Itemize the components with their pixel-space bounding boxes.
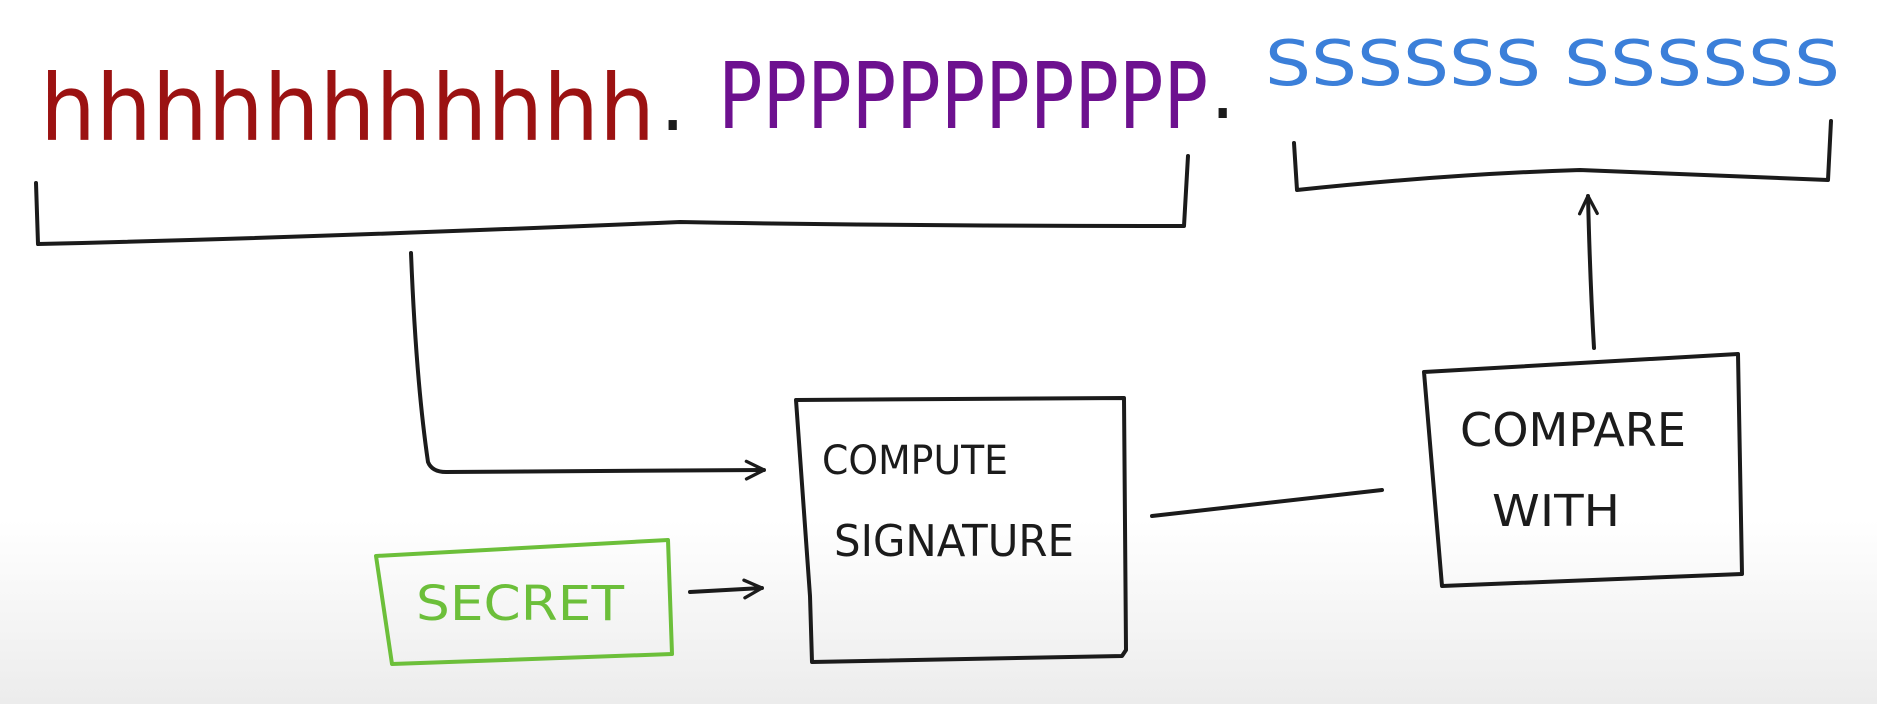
compute-compare-link [1150, 488, 1384, 518]
input-arrow [409, 251, 766, 481]
token-dot-1: . [660, 56, 685, 149]
token-signature-text: SSSSSS SSSSSS [1265, 27, 1840, 100]
compute-signature-box: COMPUTE SIGNATURE [794, 396, 1128, 664]
signature-bracket [1292, 119, 1833, 192]
secret-arrow [688, 578, 764, 600]
token-dot-2: . [1210, 44, 1235, 137]
header-payload-bracket [34, 154, 1190, 246]
compare-with-box: COMPARE WITH [1422, 352, 1744, 588]
compute-label: COMPUTE [822, 438, 1008, 484]
with-label: WITH [1492, 486, 1620, 537]
secret-box: SECRET [374, 538, 674, 666]
secret-label: SECRET [416, 576, 625, 632]
token-payload-text: PPPPPPPPPPP [718, 43, 1208, 150]
compare-label: COMPARE [1460, 403, 1686, 457]
compare-arrow [1577, 194, 1599, 350]
token-header-text: hhhhhhhhhhh [40, 55, 655, 162]
signature-label: SIGNATURE [834, 516, 1074, 567]
